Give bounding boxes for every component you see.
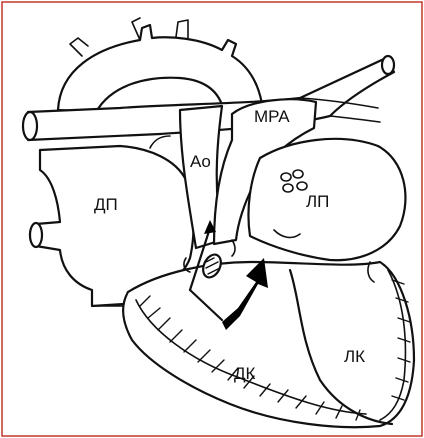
ventricles: [123, 262, 414, 427]
label-aorta: Ao: [190, 153, 211, 170]
label-right-ventricle: ДК: [234, 365, 255, 382]
aortic-arch: [58, 18, 262, 112]
label-main-pulmonary-artery: MPA: [254, 108, 290, 125]
label-left-ventricle: ЛК: [344, 348, 365, 365]
label-right-atrium: ДП: [94, 196, 118, 213]
label-left-atrium: ЛП: [306, 193, 329, 210]
